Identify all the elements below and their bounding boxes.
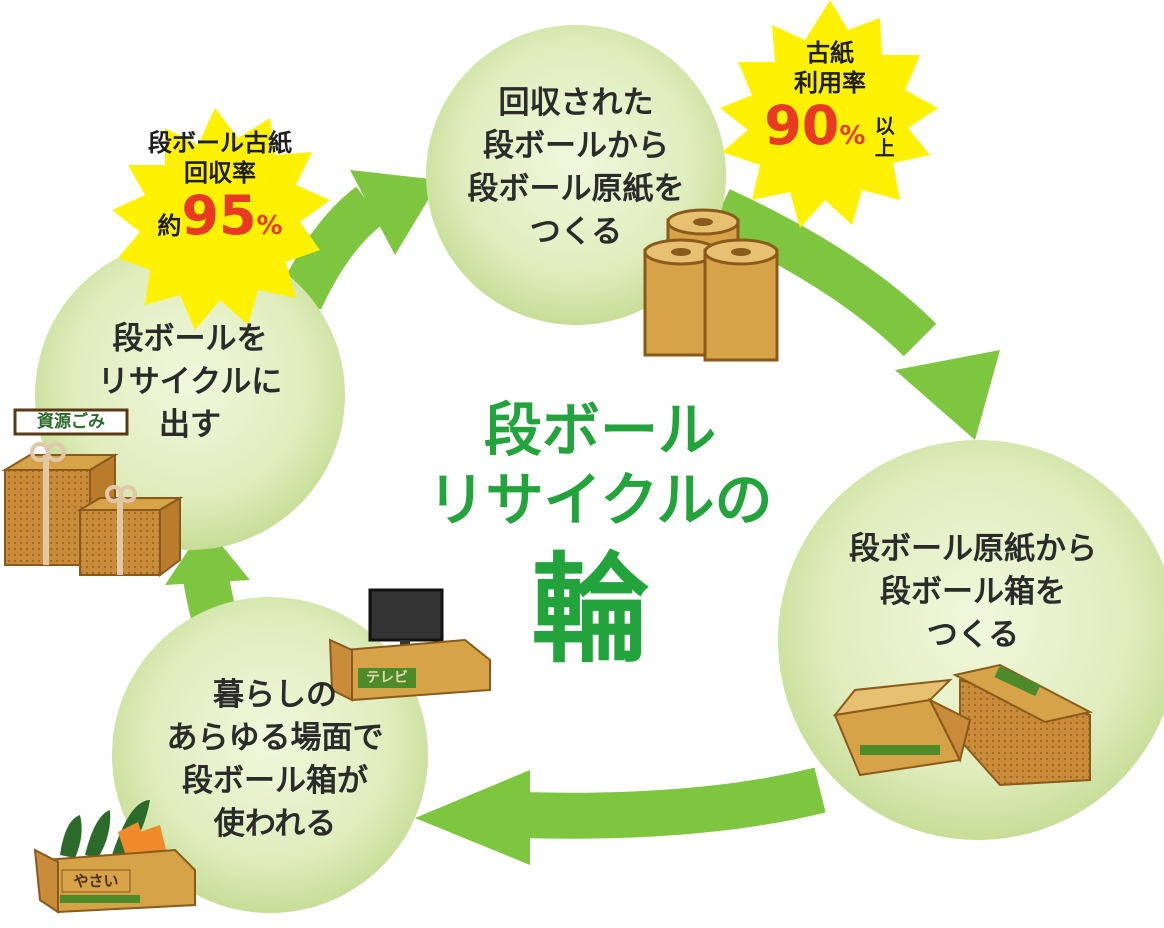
usage-rate-unit: % xyxy=(839,121,866,151)
arrow-top-to-right-head xyxy=(895,350,1000,440)
step-bottom-line: 段ボール箱が xyxy=(182,763,368,799)
step-bottom-line: 暮らしの xyxy=(213,677,337,713)
step-top-text: 回収された 段ボールから 段ボール原紙を つくる xyxy=(436,82,716,254)
collection-rate-line1: 段ボール古紙 xyxy=(148,129,292,157)
step-bottom-line: あらゆる場面で xyxy=(166,720,384,756)
step-left-line: 出す xyxy=(159,407,221,443)
cardboard-boxes-illustration xyxy=(832,663,1093,787)
step-right-line: 段ボール原紙から xyxy=(849,531,1097,567)
step-top-line: 段ボールから xyxy=(483,128,669,164)
collection-rate-value: 95 xyxy=(181,184,257,247)
arrow-top-to-right xyxy=(710,189,937,357)
arrow-right-to-bottom xyxy=(519,767,826,839)
step-left-text: 段ボールを リサイクルに 出す xyxy=(80,318,300,447)
diagram-title-line2: リサイクルの xyxy=(427,466,773,534)
step-top-line: 段ボール原紙を xyxy=(467,171,685,207)
vegetable-box-illustration xyxy=(33,800,196,914)
step-left-line: 段ボールを xyxy=(112,321,268,357)
collection-rate-prefix: 約 xyxy=(157,212,182,240)
step-left-line: リサイクルに xyxy=(97,364,283,400)
tv-box-label: テレビ xyxy=(366,670,408,686)
usage-rate-suffix1: 以 xyxy=(874,114,895,138)
collection-rate-burst xyxy=(112,108,330,330)
trash-sign-label: 資源ごみ xyxy=(37,412,105,432)
arrow-left-to-top xyxy=(279,186,385,310)
paper-rolls-illustration xyxy=(643,208,779,362)
step-right-text: 段ボール原紙から 段ボール箱を つくる xyxy=(808,528,1138,657)
step-top-line: 回収された xyxy=(498,85,654,121)
arrow-left-to-top-head xyxy=(350,170,440,255)
step-right-line: 段ボール箱を xyxy=(880,574,1066,610)
usage-rate-suffix2: 上 xyxy=(874,136,895,160)
usage-rate-badge: 古紙 利用率 90% 以 上 xyxy=(740,38,920,164)
arrow-bottom-to-left-head xyxy=(165,525,250,585)
cycle-arrows xyxy=(165,170,1000,865)
step-bottom-text: 暮らしの あらゆる場面で 段ボール箱が 使われる xyxy=(140,674,410,846)
step-bottom-line: 使われる xyxy=(213,806,337,842)
vegetable-box-label: やさい xyxy=(73,872,119,890)
usage-rate-value: 90 xyxy=(764,94,840,157)
diagram-title-kanji: 輪 xyxy=(530,541,649,679)
cardboard-bundles-illustration xyxy=(1,408,184,577)
usage-rate-line1: 古紙 xyxy=(806,39,854,67)
step-top-line: つくる xyxy=(529,214,623,250)
step-right-line: つくる xyxy=(926,617,1020,653)
collection-rate-badge: 段ボール古紙 回収率 約95% xyxy=(130,128,310,254)
usage-rate-line2: 利用率 xyxy=(794,69,866,97)
tv-box-illustration xyxy=(328,588,491,702)
arrow-right-to-bottom-head xyxy=(415,770,530,865)
collection-rate-line2: 回収率 xyxy=(184,159,256,187)
usage-rate-burst xyxy=(720,0,938,228)
collection-rate-unit: % xyxy=(256,211,283,241)
diagram-title-line1: 段ボール xyxy=(483,396,716,464)
